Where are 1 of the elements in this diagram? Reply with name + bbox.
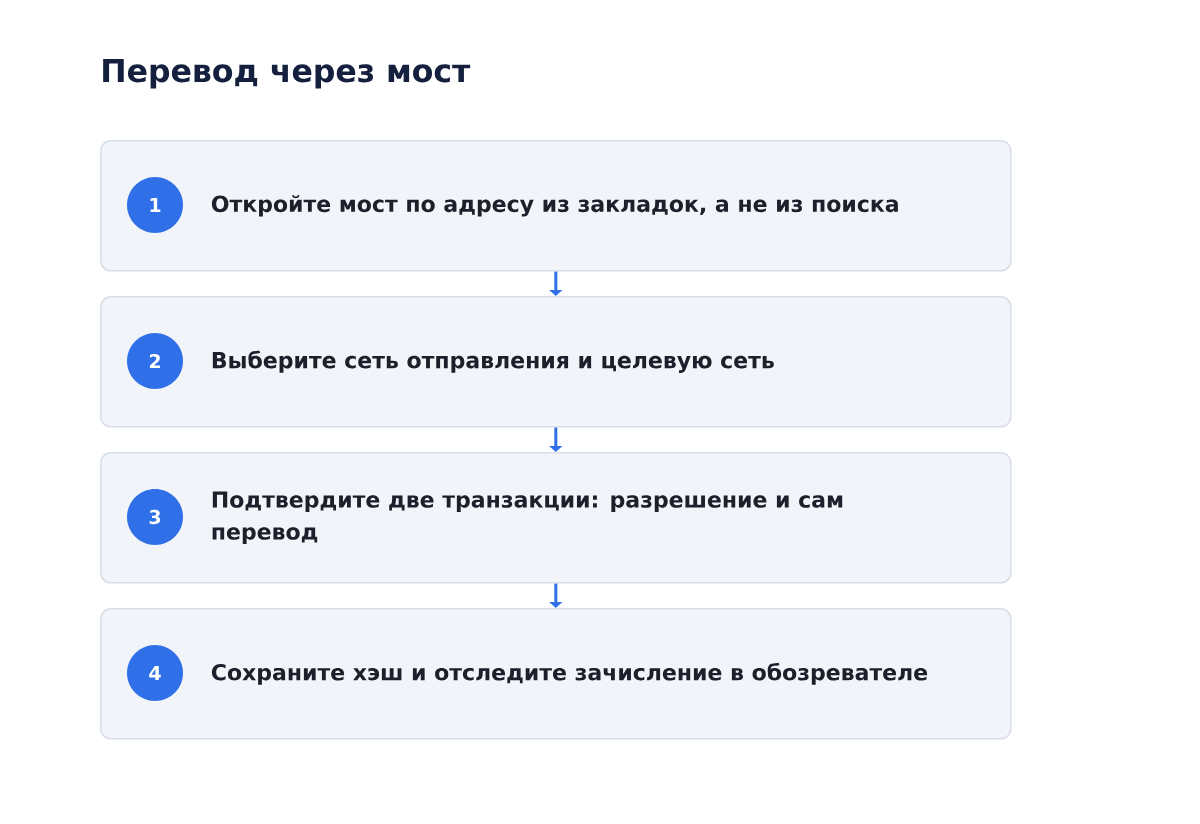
title: Перевод через мост xyxy=(103,59,471,89)
